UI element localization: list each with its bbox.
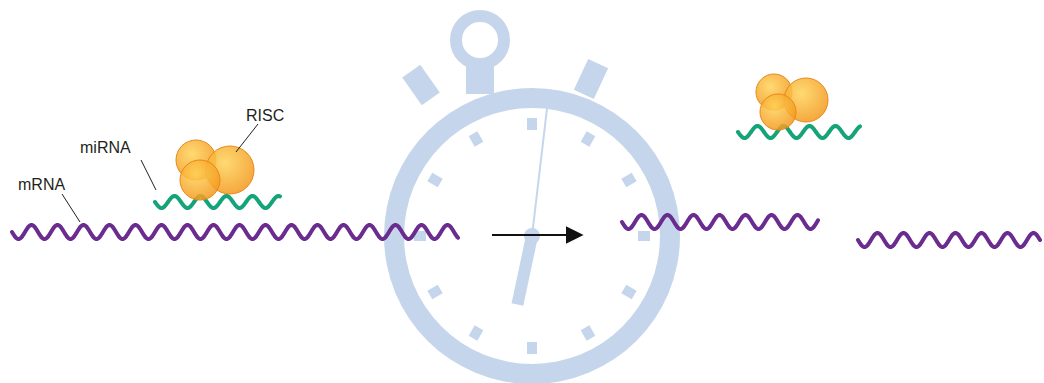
- part-label: RISC: [246, 108, 284, 124]
- rna-strands: [12, 126, 1040, 247]
- stopwatch: [384, 16, 680, 383]
- leader-lines: [62, 124, 258, 222]
- part-label: mRNA: [18, 177, 65, 193]
- time-arrow: [492, 234, 580, 236]
- risc-complex: [176, 74, 828, 200]
- part-label: miRNA: [80, 140, 131, 156]
